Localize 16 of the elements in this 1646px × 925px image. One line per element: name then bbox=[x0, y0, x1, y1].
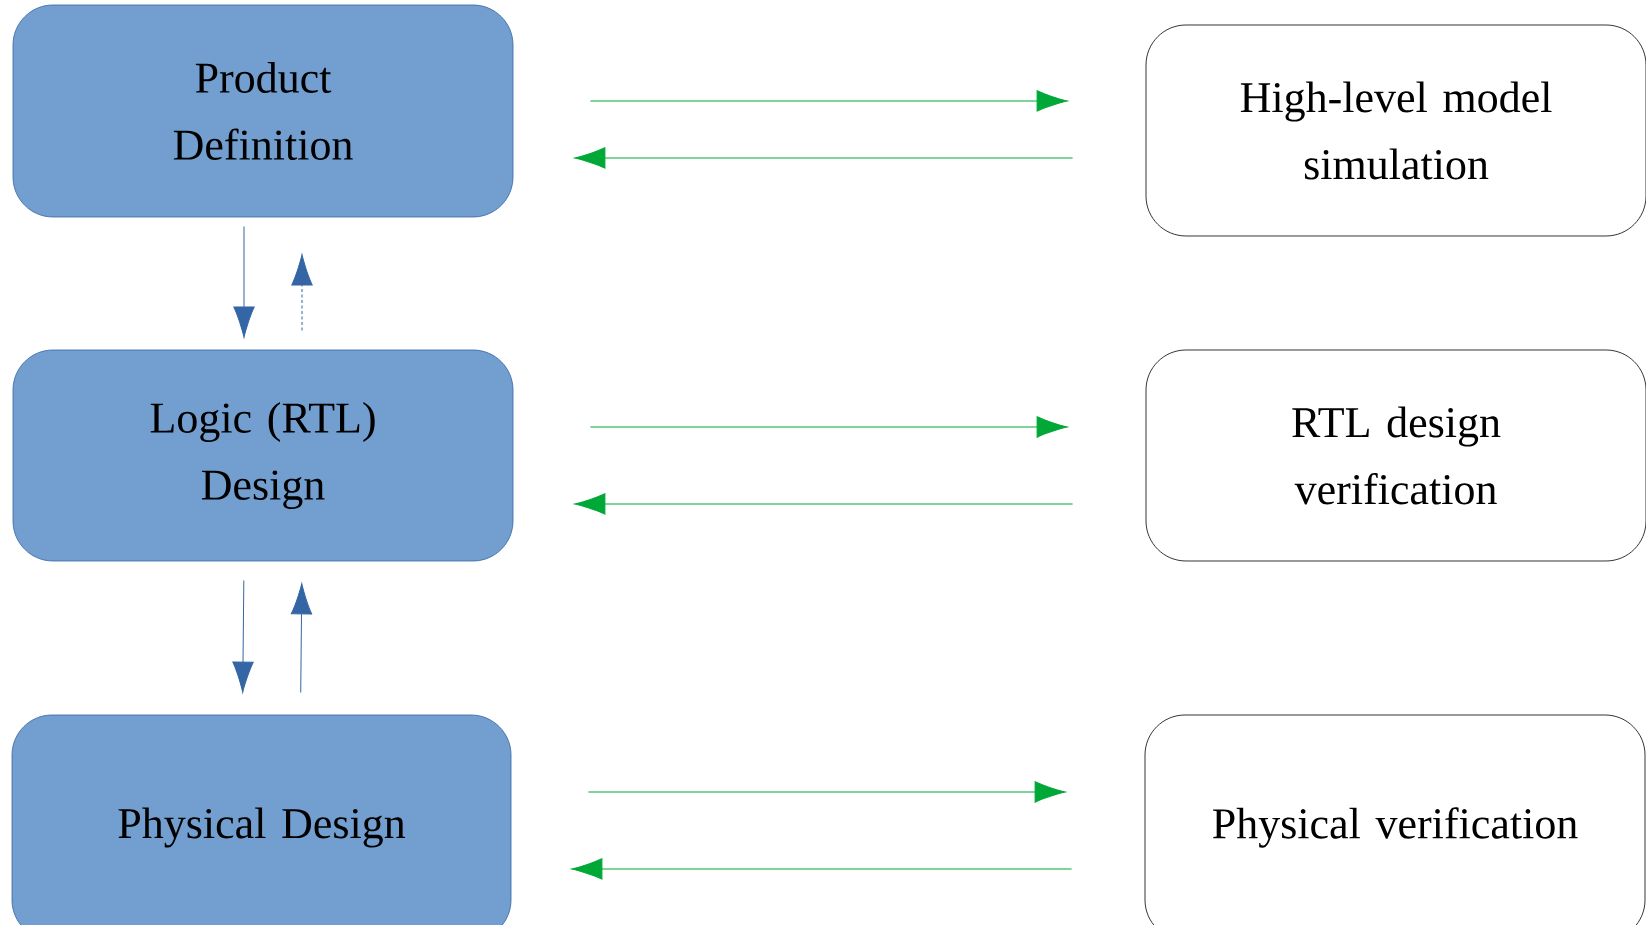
process-box: Physical Design bbox=[11, 714, 512, 925]
arrow bbox=[587, 781, 1066, 803]
arrow bbox=[589, 90, 1068, 112]
arrow bbox=[232, 579, 254, 693]
arrow bbox=[233, 225, 255, 338]
arrow bbox=[290, 583, 313, 694]
verification-box: High-level model simulation bbox=[1145, 24, 1646, 237]
process-box: Logic (RTL) Design bbox=[12, 349, 514, 562]
process-box: Product Definition bbox=[12, 4, 514, 218]
arrow bbox=[589, 416, 1068, 438]
arrow bbox=[571, 858, 1073, 880]
verification-box: Physical verification bbox=[1144, 714, 1646, 925]
arrow bbox=[291, 254, 313, 332]
arrow bbox=[574, 493, 1074, 515]
arrow bbox=[574, 147, 1074, 169]
verification-box: RTL design verification bbox=[1145, 349, 1646, 562]
